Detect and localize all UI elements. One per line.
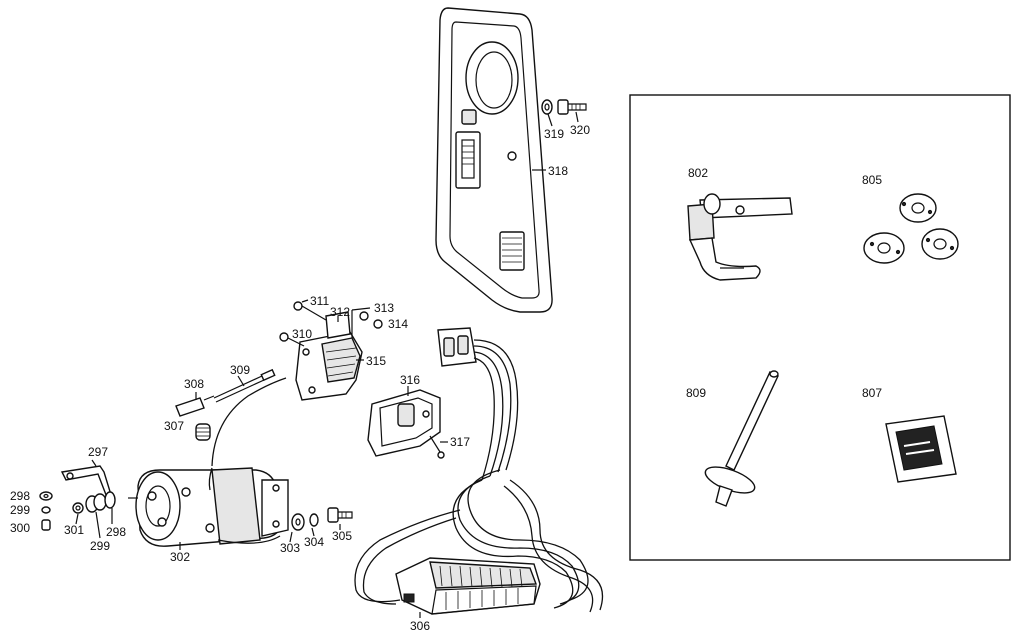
presser-foot-802 <box>687 193 793 281</box>
label-298a: 298 <box>10 489 30 503</box>
label-299b: 299 <box>90 539 110 553</box>
label-317: 317 <box>450 435 470 449</box>
connector-309 <box>213 368 276 403</box>
label-312: 312 <box>330 305 350 319</box>
screw-314 <box>373 319 383 329</box>
label-807: 807 <box>862 386 882 400</box>
label-809: 809 <box>686 386 706 400</box>
label-300: 300 <box>10 521 30 535</box>
label-320: 320 <box>570 123 590 137</box>
lamp-socket-308 <box>175 395 215 417</box>
label-306: 306 <box>410 619 430 633</box>
motor-302 <box>128 467 289 547</box>
label-805: 805 <box>862 173 882 187</box>
spool-pin-809 <box>704 370 779 507</box>
washer-304 <box>309 513 319 527</box>
screw-300 <box>41 519 51 531</box>
screw-320 <box>557 99 587 115</box>
label-311: 311 <box>310 294 329 308</box>
washer-298-left <box>39 491 53 501</box>
label-318: 318 <box>548 164 568 178</box>
washer-313 <box>359 311 369 321</box>
label-308: 308 <box>184 377 204 391</box>
label-314: 314 <box>388 317 408 331</box>
screw-311 <box>293 301 327 321</box>
grommet-307 <box>195 423 211 441</box>
label-307: 307 <box>164 419 184 433</box>
terminal-block-315 <box>295 331 363 401</box>
label-297: 297 <box>88 445 108 459</box>
label-319: 319 <box>544 127 564 141</box>
label-315: 315 <box>366 354 386 368</box>
cord-plug <box>437 327 477 367</box>
brush-holder-301 <box>72 502 84 514</box>
washer-299-left <box>41 506 51 514</box>
end-cover-318 <box>435 7 553 313</box>
label-301: 301 <box>64 523 84 537</box>
bracket-297 <box>60 465 113 501</box>
label-313: 313 <box>374 301 394 315</box>
label-309: 309 <box>230 363 250 377</box>
label-299a: 299 <box>10 503 30 517</box>
screw-310 <box>279 332 305 347</box>
needle-pack-807 <box>885 415 957 483</box>
label-802: 802 <box>688 166 708 180</box>
washer-319 <box>541 99 553 115</box>
foot-control-306 <box>395 557 541 615</box>
label-316: 316 <box>400 373 420 387</box>
bobbins-805 <box>863 193 959 264</box>
label-304: 304 <box>304 535 324 549</box>
label-305: 305 <box>332 529 352 543</box>
bracket-312 <box>325 311 351 339</box>
label-302: 302 <box>170 550 190 564</box>
screw-305 <box>327 507 353 523</box>
washer-303 <box>291 513 305 531</box>
label-298b: 298 <box>106 525 126 539</box>
label-303: 303 <box>280 541 300 555</box>
terminal-cover-316 <box>367 389 441 457</box>
label-310: 310 <box>292 327 312 341</box>
brush-spring-298 <box>85 491 116 513</box>
screw-317 <box>429 435 445 459</box>
accessories-box <box>629 94 1011 561</box>
